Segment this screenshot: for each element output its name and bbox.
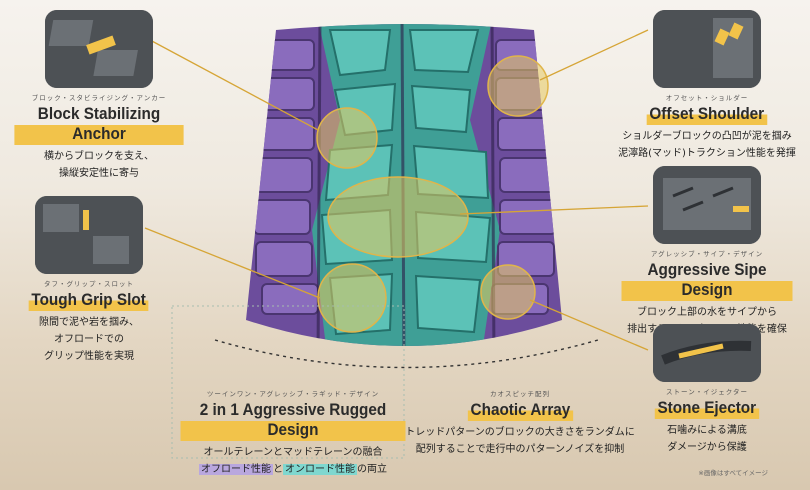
image-disclaimer: ※画像はすべてイメージ <box>698 469 768 477</box>
feature-tough-grip-slot: タフ・グリップ・スロット Tough Grip Slot 隙間で泥や岩を掴み、 … <box>5 196 173 365</box>
feature-ruby: ブロック・スタビライジング・アンカー <box>31 94 167 102</box>
feature-description: 横からブロックを支え、 操縦安定性に寄与 <box>44 151 154 179</box>
feature-title: Chaotic Array <box>467 399 573 421</box>
feature-ruby: カオスピッチ配列 <box>490 390 550 398</box>
feature-ruby: ストーン・イジェクター <box>666 388 748 396</box>
spot-aggressive-sipe <box>327 176 469 258</box>
highlight-onroad: オンロード性能 <box>283 464 357 475</box>
feature-description: 石噛みによる溝底 ダメージから保護 <box>667 425 747 453</box>
feature-ruby: ツーインワン・アグレッシブ・ラギッド・デザイン <box>206 390 380 398</box>
spot-stone-ejector <box>480 264 536 320</box>
feature-description: トレッドパターンのブロックの大きさをランダムに 配列することで走行中のパターンノ… <box>405 427 635 455</box>
feature-ruby: オフセット・ショルダー <box>665 94 749 102</box>
thumbnail-offset-shoulder <box>653 10 761 88</box>
feature-title: Stone Ejector <box>654 397 760 419</box>
thumbnail-block-stabilizing <box>45 10 153 88</box>
feature-title: Offset Shoulder <box>646 103 768 125</box>
spot-block-stabilizing <box>316 107 378 169</box>
feature-stone-ejector: ストーン・イジェクター Stone Ejector 石噛みによる溝底 ダメージか… <box>612 324 802 456</box>
highlight-offroad: オフロード性能 <box>199 464 273 475</box>
thumbnail-stone-ejector <box>653 324 761 382</box>
spot-tough-grip <box>317 263 387 333</box>
feature-description: 隙間で泥や岩を掴み、 オフロードでの グリップ性能を実現 <box>39 317 139 362</box>
feature-description: ショルダーブロックの凸凹が泥を掴み 泥濘路(マッド)トラクション性能を発揮 <box>618 131 796 159</box>
feature-description: オールテレーンとマッドテレーンの融合 オフロード性能とオンロード性能の両立 <box>199 447 387 475</box>
feature-title: 2 in 1 Aggressive Rugged Design <box>180 399 406 441</box>
feature-2in1-rugged-design: ツーインワン・アグレッシブ・ラギッド・デザイン 2 in 1 Aggressiv… <box>168 384 418 478</box>
feature-ruby: アグレッシブ・サイプ・デザイン <box>650 250 764 258</box>
thumbnail-tough-grip <box>35 196 143 274</box>
spot-offset-shoulder <box>487 55 549 117</box>
thumbnail-aggressive-sipe <box>653 166 761 244</box>
feature-ruby: タフ・グリップ・スロット <box>44 280 134 288</box>
feature-title: Block Stabilizing Anchor <box>14 103 184 145</box>
feature-title: Tough Grip Slot <box>29 289 149 311</box>
feature-offset-shoulder: オフセット・ショルダー Offset Shoulder ショルダーブロックの凸凹… <box>612 10 802 162</box>
feature-block-stabilizing-anchor: ブロック・スタビライジング・アンカー Block Stabilizing Anc… <box>5 10 193 182</box>
feature-title: Aggressive Sipe Design <box>621 259 793 301</box>
feature-chaotic-array: カオスピッチ配列 Chaotic Array トレッドパターンのブロックの大きさ… <box>400 384 640 458</box>
feature-aggressive-sipe-design: アグレッシブ・サイプ・デザイン Aggressive Sipe Design ブ… <box>612 166 802 338</box>
